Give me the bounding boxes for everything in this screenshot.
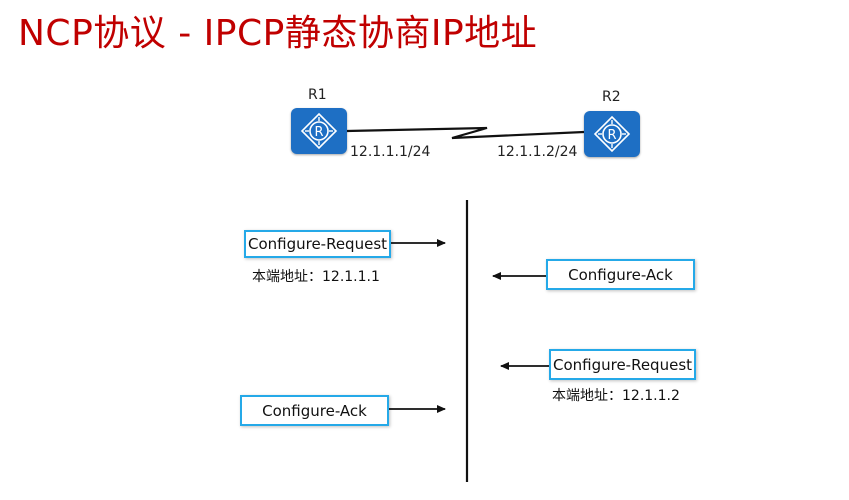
- right-local-address: 本端地址：12.1.1.2: [552, 388, 680, 404]
- left-configure-request-box: Configure-Request: [244, 230, 391, 258]
- svg-text:R: R: [314, 125, 323, 140]
- router-r1: R: [291, 108, 347, 154]
- right-configure-request-box: Configure-Request: [549, 349, 696, 380]
- serial-link: [346, 126, 585, 140]
- router-r2: R: [584, 111, 640, 157]
- right-configure-ack-box: Configure-Ack: [546, 259, 695, 290]
- router-icon: R: [593, 115, 631, 153]
- router-r1-label: R1: [308, 87, 327, 103]
- left-configure-ack-box: Configure-Ack: [240, 395, 389, 426]
- router-r2-ip: 12.1.1.2/24: [497, 144, 578, 160]
- router-r1-ip: 12.1.1.1/24: [350, 144, 431, 160]
- router-icon: R: [300, 112, 338, 150]
- left-local-address: 本端地址：12.1.1.1: [252, 269, 380, 285]
- svg-text:R: R: [607, 128, 616, 143]
- router-r2-label: R2: [602, 89, 621, 105]
- page-title: NCP协议 - IPCP静态协商IP地址: [18, 13, 538, 54]
